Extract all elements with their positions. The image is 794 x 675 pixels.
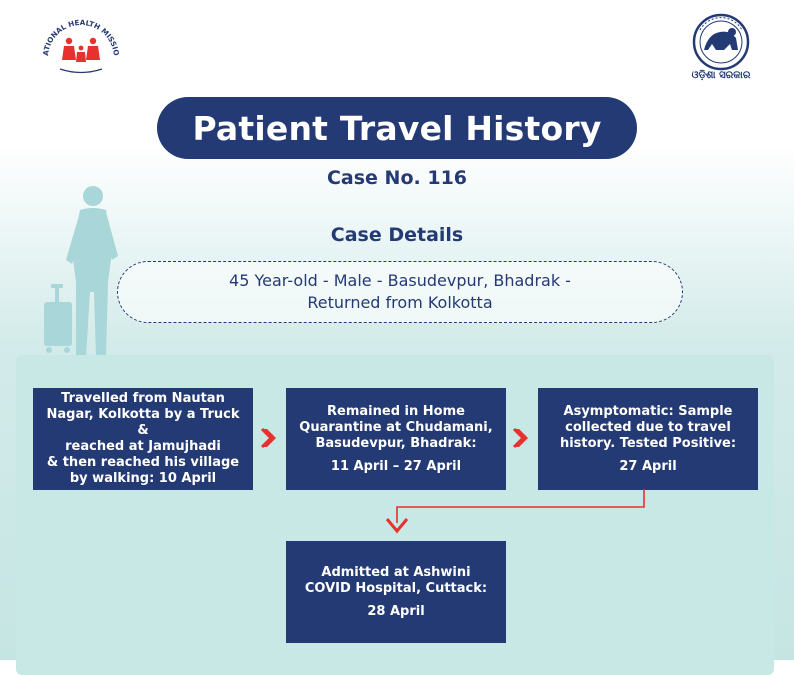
step-2-line-1: Remained in Home <box>327 403 465 419</box>
national-health-mission-logo: NATIONAL HEALTH MISSION <box>40 14 121 74</box>
timeline-step-3: Asymptomatic: Sample collected due to tr… <box>538 388 758 490</box>
case-number: Case No. 116 <box>326 167 468 189</box>
timeline-step-2: Remained in Home Quarantine at Chudamani… <box>286 388 506 490</box>
step-3-date: 27 April <box>619 458 677 474</box>
step-1-line-3: reached at Jamujhadi <box>65 439 221 454</box>
odisha-government-text: ଓଡ଼ିଶା ସରକାର <box>691 70 751 81</box>
timeline-step-1: Travelled from Nautan Nagar, Kolkotta by… <box>33 388 253 490</box>
timeline-step-4: Admitted at Ashwini COVID Hospital, Cutt… <box>286 541 506 643</box>
case-details-heading: Case Details <box>330 224 464 246</box>
step-1-line-1: Travelled from Nautan <box>61 391 225 406</box>
step-1-line-5: by walking: 10 April <box>69 471 217 486</box>
step-4-line-1: Admitted at Ashwini <box>321 564 471 580</box>
step-2-line-3: Basudevpur, Bhadrak: <box>315 435 477 451</box>
case-details-line-1: 45 Year-old - Male - Basudevpur, Bhadrak… <box>229 271 571 290</box>
case-details-line-2: Returned from Kolkotta <box>307 293 493 312</box>
step-3-line-3: history. Tested Positive: <box>559 435 737 451</box>
traveler-silhouette-illustration <box>44 186 118 358</box>
chevron-right-icon <box>512 427 528 449</box>
connector-arrow <box>385 489 645 534</box>
chevron-right-icon <box>260 427 276 449</box>
odisha-government-emblem <box>692 13 750 71</box>
step-4-date: 28 April <box>367 603 425 619</box>
step-3-line-2: collected due to travel <box>565 419 731 435</box>
page-title: Patient Travel History <box>157 97 637 159</box>
step-1-line-2: Nagar, Kolkotta by a Truck & <box>46 407 240 438</box>
step-2-date: 11 April – 27 April <box>330 458 462 474</box>
case-details-box: 45 Year-old - Male - Basudevpur, Bhadrak… <box>117 261 683 323</box>
step-1-line-4: & then reached his village <box>46 455 240 470</box>
step-4-line-2: COVID Hospital, Cuttack: <box>304 580 488 596</box>
step-3-line-1: Asymptomatic: Sample <box>563 403 733 419</box>
step-2-line-2: Quarantine at Chudamani, <box>299 419 493 435</box>
